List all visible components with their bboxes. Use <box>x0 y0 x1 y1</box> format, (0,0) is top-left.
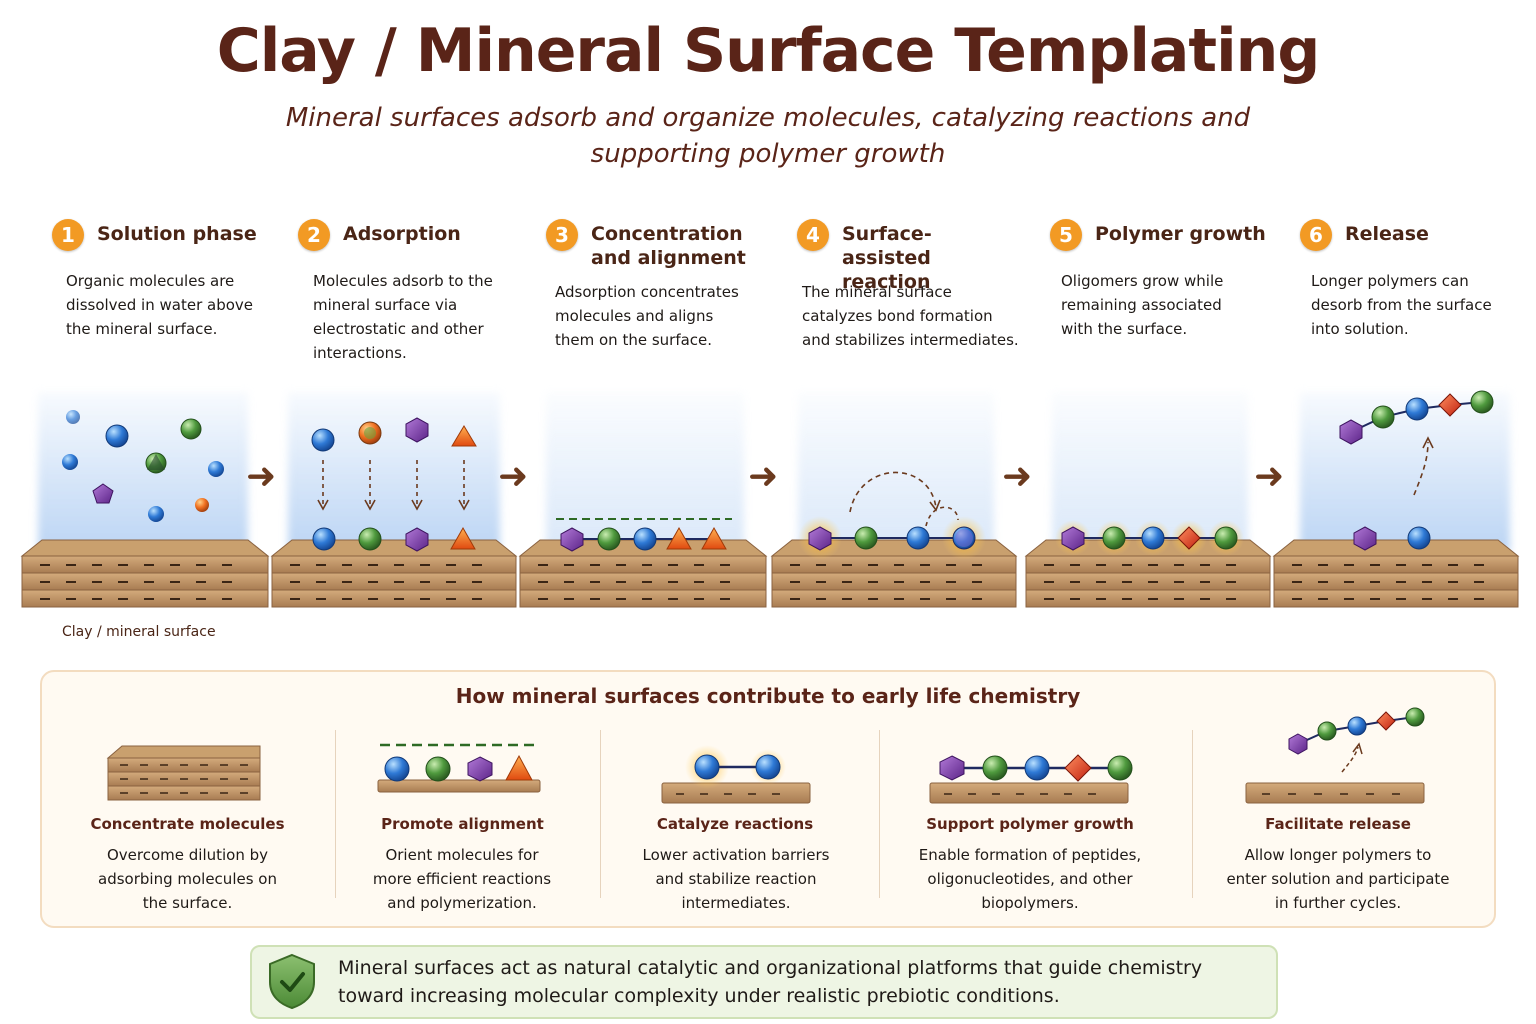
step-4-header: 4 Surface-assisted reaction <box>797 219 1012 294</box>
step-6-header: 6 Release <box>1300 219 1429 251</box>
benefit-5-title: Facilitate release <box>1265 815 1411 833</box>
step-1-badge: 1 <box>52 219 84 251</box>
step-6-desc: Longer polymers can desorb from the surf… <box>1311 272 1492 338</box>
reaction-molecules <box>798 471 986 560</box>
step-5-desc: Oligomers grow while remaining associate… <box>1061 272 1224 338</box>
benefit-2-title: Promote alignment <box>381 815 544 833</box>
step-3-header: 3 Concentration and alignment <box>546 219 751 270</box>
benefit-3-desc: Lower activation barriers and stabilize … <box>642 846 830 912</box>
alignment-icon <box>377 743 541 793</box>
page-title: Clay / Mineral Surface Templating <box>216 16 1321 86</box>
step-6-title: Release <box>1345 223 1429 245</box>
step-5-header: 5 Polymer growth <box>1050 219 1266 251</box>
benefit-4-desc: Enable formation of peptides, oligonucle… <box>918 846 1142 912</box>
growing-polymer <box>1055 520 1244 556</box>
step-4-title: Surface-assisted reaction <box>842 223 932 293</box>
panel-divider <box>1192 730 1193 898</box>
benefit-1-title: Concentrate molecules <box>90 815 285 833</box>
step-arrow-4: ➜ <box>1002 456 1033 497</box>
solution-molecules <box>62 410 224 522</box>
step-arrow-3: ➜ <box>748 456 779 497</box>
benefit-4-title: Support polymer growth <box>926 815 1134 833</box>
water-region-6 <box>1300 392 1510 552</box>
step-5-title: Polymer growth <box>1095 223 1266 245</box>
summary-text: Mineral surfaces act as natural catalyti… <box>338 957 1203 1007</box>
released-polymer <box>1339 390 1494 551</box>
benefit-2-desc: Orient molecules for more efficient reac… <box>372 846 552 912</box>
panel-divider <box>335 730 336 898</box>
step-3-badge: 3 <box>546 219 578 251</box>
benefits-panel-title: How mineral surfaces contribute to early… <box>455 684 1081 708</box>
benefit-3-title: Catalyze reactions <box>656 815 814 833</box>
benefit-1-desc: Overcome dilution by adsorbing molecules… <box>98 846 277 912</box>
step-6-badge: 6 <box>1300 219 1332 251</box>
step-1-header: 1 Solution phase <box>52 219 257 251</box>
catalysis-icon <box>661 745 811 804</box>
step-arrow-5: ➜ <box>1254 456 1285 497</box>
step-arrow-1: ➜ <box>246 456 277 497</box>
aligned-molecules <box>556 518 732 552</box>
step-2-desc: Molecules adsorb to the mineral surface … <box>313 272 493 362</box>
surface-caption: Clay / mineral surface <box>62 624 216 640</box>
page-subtitle: Mineral surfaces adsorb and organize mol… <box>285 103 1251 169</box>
step-2-header: 2 Adsorption <box>298 219 461 251</box>
benefit-5-desc: Allow longer polymers to enter solution … <box>1226 846 1450 912</box>
step-5-badge: 5 <box>1050 219 1082 251</box>
release-icon <box>1245 707 1425 804</box>
step-1-title: Solution phase <box>97 223 257 245</box>
shield-check-icon <box>269 953 315 1010</box>
concentrate-icon <box>106 745 261 801</box>
step-3-title: Concentration and alignment <box>591 223 746 269</box>
step-4-desc: The mineral surface catalyzes bond forma… <box>802 283 1019 349</box>
step-2-title: Adsorption <box>343 223 461 245</box>
adsorbing-molecules <box>311 417 477 552</box>
step-3-desc: Adsorption concentrates molecules and al… <box>555 283 739 349</box>
step-2-badge: 2 <box>298 219 330 251</box>
clay-slab-1 <box>20 539 270 608</box>
summary-footer <box>250 945 1278 1019</box>
step-arrow-2: ➜ <box>498 456 529 497</box>
clay-slab-2 <box>270 539 518 608</box>
step-4-badge: 4 <box>797 219 829 251</box>
panel-divider <box>600 730 601 898</box>
clay-slab-6 <box>1272 539 1520 608</box>
polymer-growth-icon <box>929 754 1133 804</box>
step-1-desc: Organic molecules are dissolved in water… <box>66 272 254 338</box>
water-region-3 <box>546 392 744 552</box>
panel-divider <box>879 730 880 898</box>
